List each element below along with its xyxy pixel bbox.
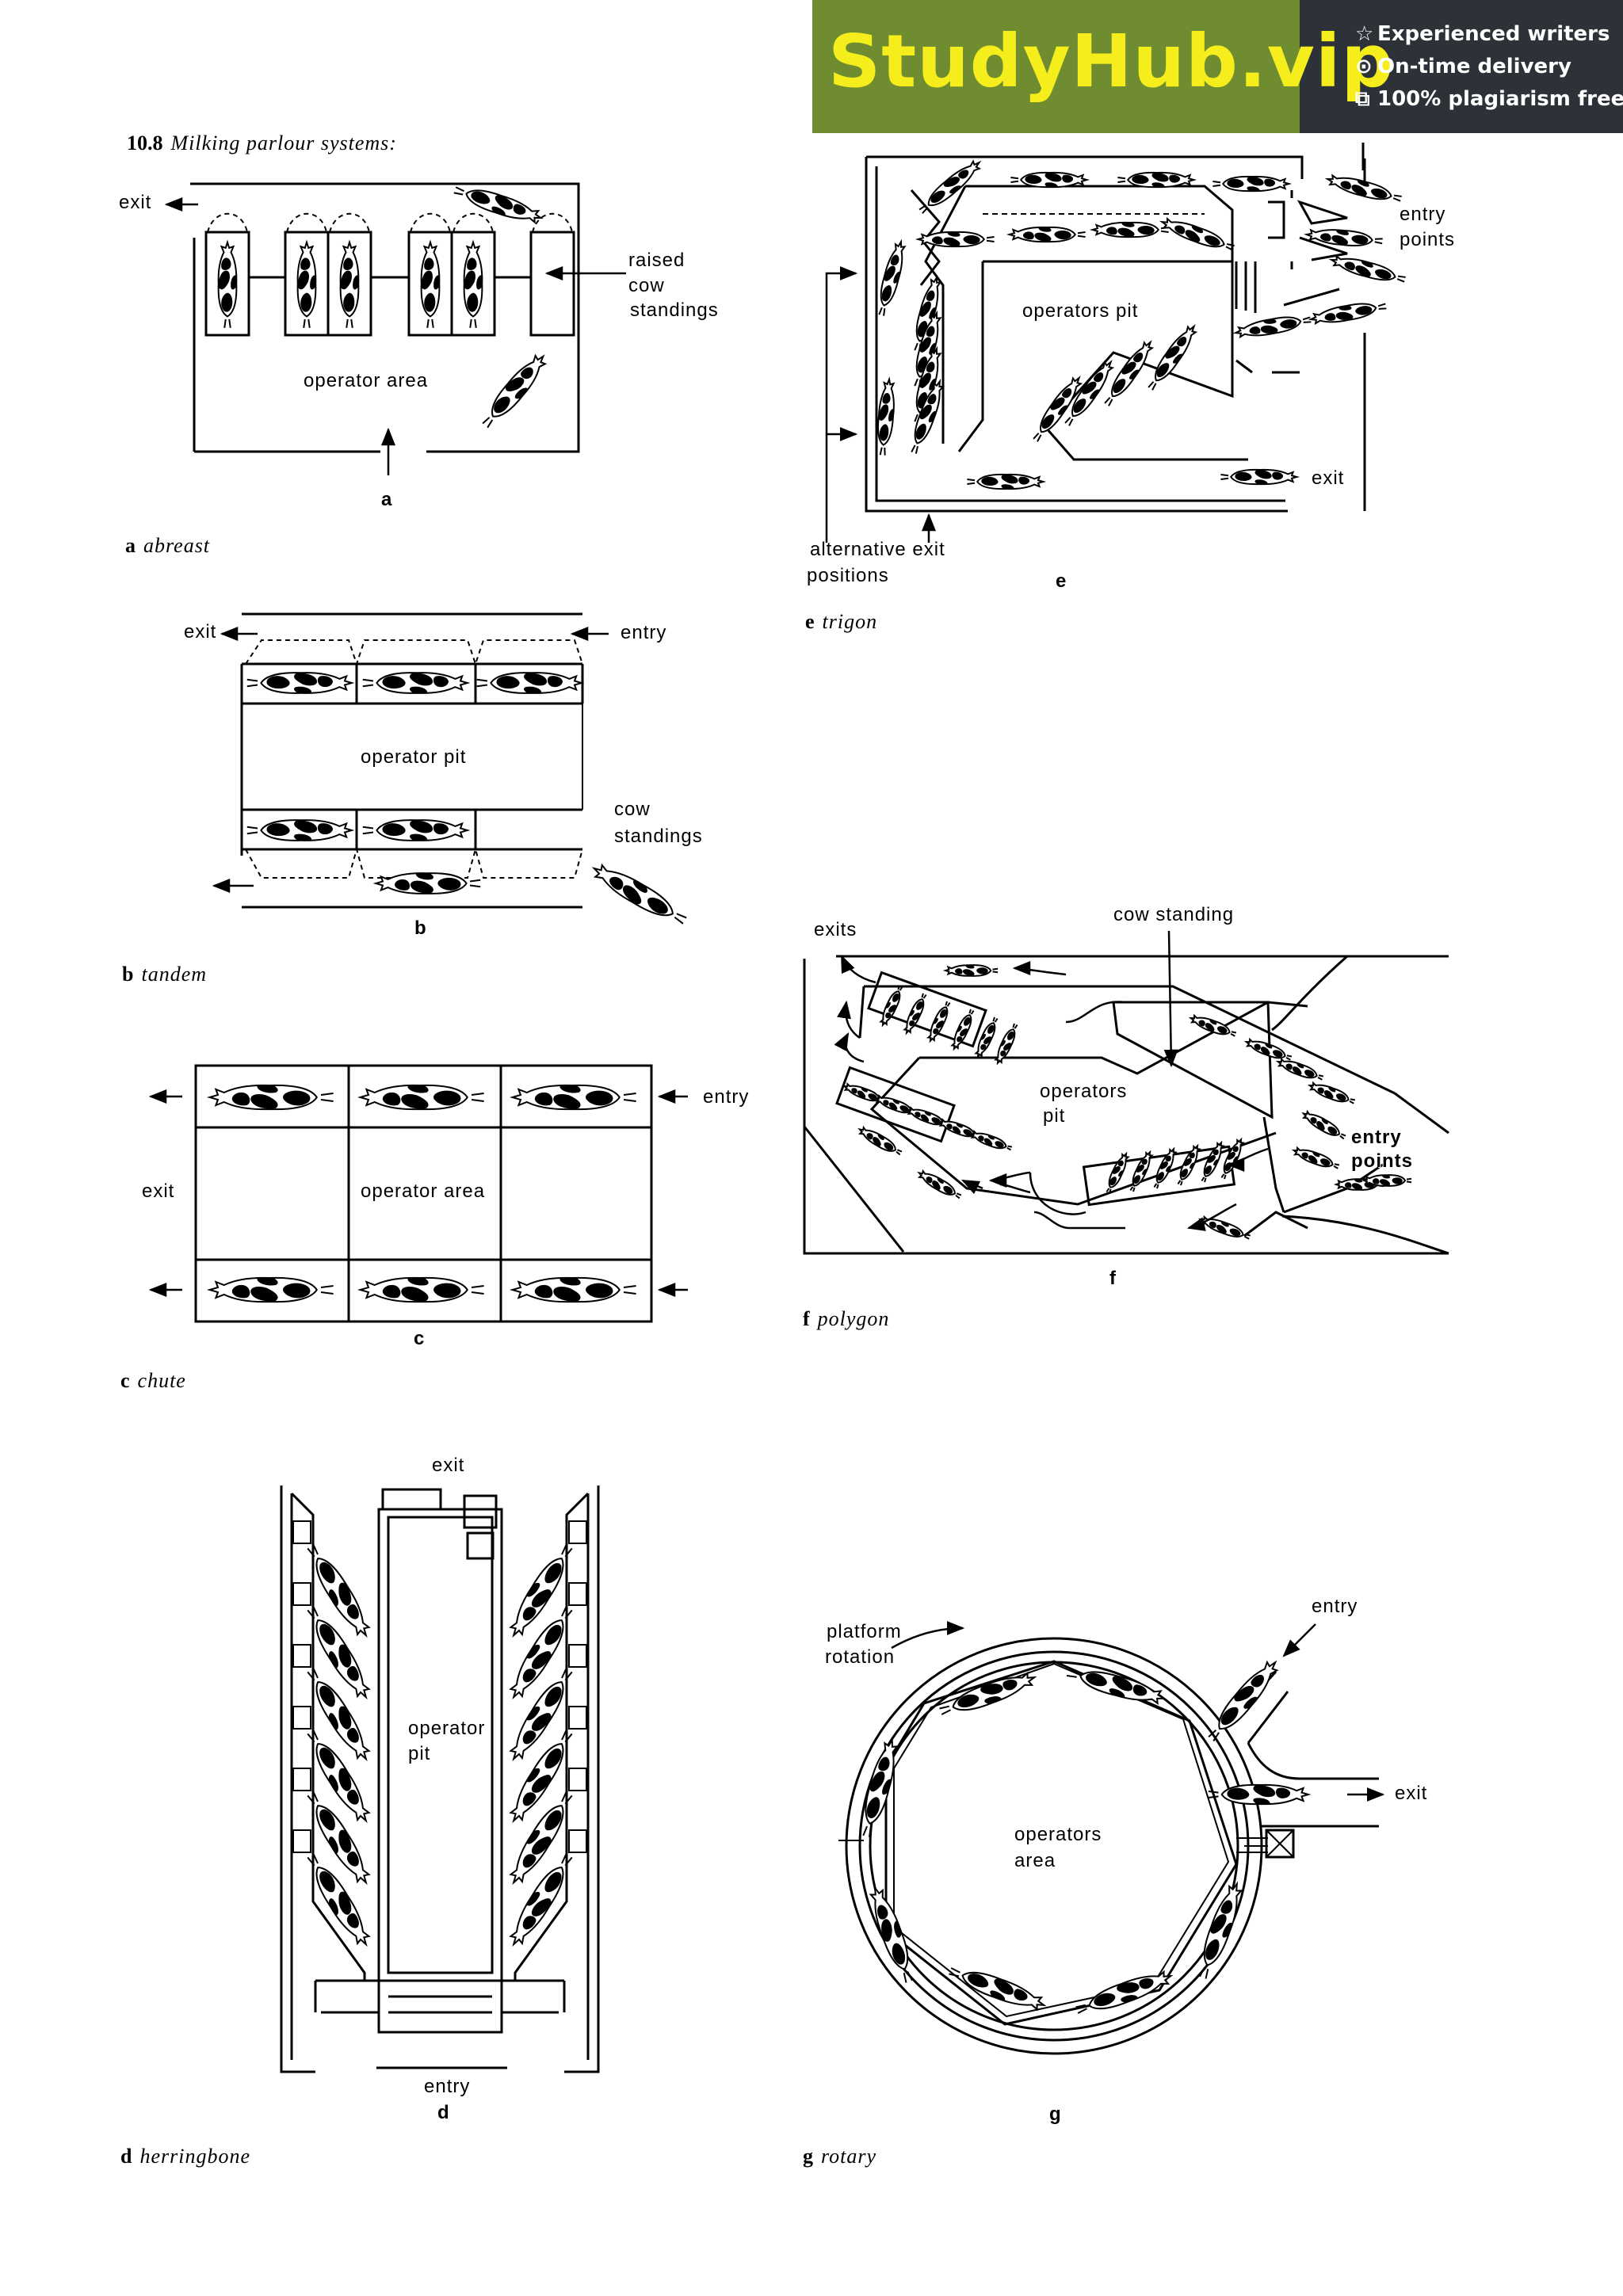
trigon-sub-label: e bbox=[1056, 570, 1067, 592]
feature-plagiarism: ⧉100% plagiarism free bbox=[1355, 87, 1623, 111]
feature-delivery: ⊙On-time delivery bbox=[1355, 55, 1571, 78]
figure-number: 10.8 bbox=[127, 132, 163, 154]
abreast-sub-label: a bbox=[381, 489, 392, 510]
polygon-sub-label: f bbox=[1109, 1268, 1116, 1289]
tandem-standings-label-2: standings bbox=[614, 826, 703, 847]
rotary-rotation-label-2: rotation bbox=[825, 1646, 896, 1668]
figure-title-text: Milking parlour systems: bbox=[170, 132, 397, 154]
rotary-entry-label: entry bbox=[1312, 1596, 1358, 1617]
chute-sub-label: c bbox=[414, 1328, 425, 1349]
abreast-raised-label-1: raised bbox=[628, 250, 685, 271]
polygon-pit-label-1: operators bbox=[1040, 1081, 1128, 1102]
promo-features-panel bbox=[1300, 0, 1623, 133]
polygon-exits-label: exits bbox=[814, 919, 857, 940]
polygon-standing-label: cow standing bbox=[1113, 904, 1235, 925]
rotary-area-label-2: area bbox=[1014, 1850, 1056, 1871]
chute-entry-label: entry bbox=[703, 1086, 750, 1108]
figure-title: 10.8 Milking parlour systems: bbox=[127, 132, 397, 155]
rotary-rotation-label-1: platform bbox=[827, 1621, 902, 1642]
brand-logo-text[interactable]: StudyHub.vip bbox=[828, 19, 1395, 104]
copy-icon: ⧉ bbox=[1355, 87, 1370, 111]
chute-exit-label: exit bbox=[142, 1180, 175, 1202]
abreast-area-label: operator area bbox=[304, 370, 429, 391]
star-icon: ☆ bbox=[1355, 22, 1374, 46]
chute-area-label: operator area bbox=[361, 1180, 486, 1202]
abreast-raised-label-3: standings bbox=[630, 299, 719, 321]
trigon-alternative-label-2: positions bbox=[807, 565, 889, 586]
trigon-pit-label: operators pit bbox=[1022, 300, 1139, 322]
tandem-exit-label: exit bbox=[184, 621, 217, 643]
promo-banner[interactable] bbox=[812, 0, 1319, 133]
abreast-raised-label-2: cow bbox=[628, 275, 665, 296]
tandem-standings-label-1: cow bbox=[614, 799, 651, 820]
polygon-entry-label-1: entry bbox=[1351, 1127, 1402, 1148]
herringbone-pit-label-2: pit bbox=[408, 1743, 431, 1764]
rotary-sub-label: g bbox=[1049, 2103, 1061, 2125]
rotary-area-label-1: operators bbox=[1014, 1824, 1102, 1845]
trigon-entry-label-2: points bbox=[1400, 229, 1456, 250]
clock-icon: ⊙ bbox=[1355, 55, 1373, 78]
trigon-alternative-label-1: alternative exit bbox=[810, 539, 945, 560]
tandem-sub-label: b bbox=[414, 917, 426, 939]
herringbone-entry-label: entry bbox=[424, 2076, 471, 2097]
polygon-pit-label-2: pit bbox=[1043, 1105, 1066, 1127]
herringbone-sub-label: d bbox=[437, 2102, 449, 2123]
feature-writers: ☆Experienced writers bbox=[1355, 22, 1610, 46]
herringbone-pit-label-1: operator bbox=[408, 1718, 486, 1739]
rotary-exit-label: exit bbox=[1395, 1783, 1428, 1804]
tandem-pit-label: operator pit bbox=[361, 746, 467, 768]
abreast-exit-label: exit bbox=[119, 192, 152, 213]
trigon-exit-label: exit bbox=[1312, 467, 1345, 489]
polygon-entry-label-2: points bbox=[1351, 1150, 1413, 1172]
trigon-entry-label-1: entry bbox=[1400, 204, 1446, 225]
tandem-entry-label: entry bbox=[621, 622, 667, 643]
herringbone-exit-label: exit bbox=[432, 1455, 465, 1476]
